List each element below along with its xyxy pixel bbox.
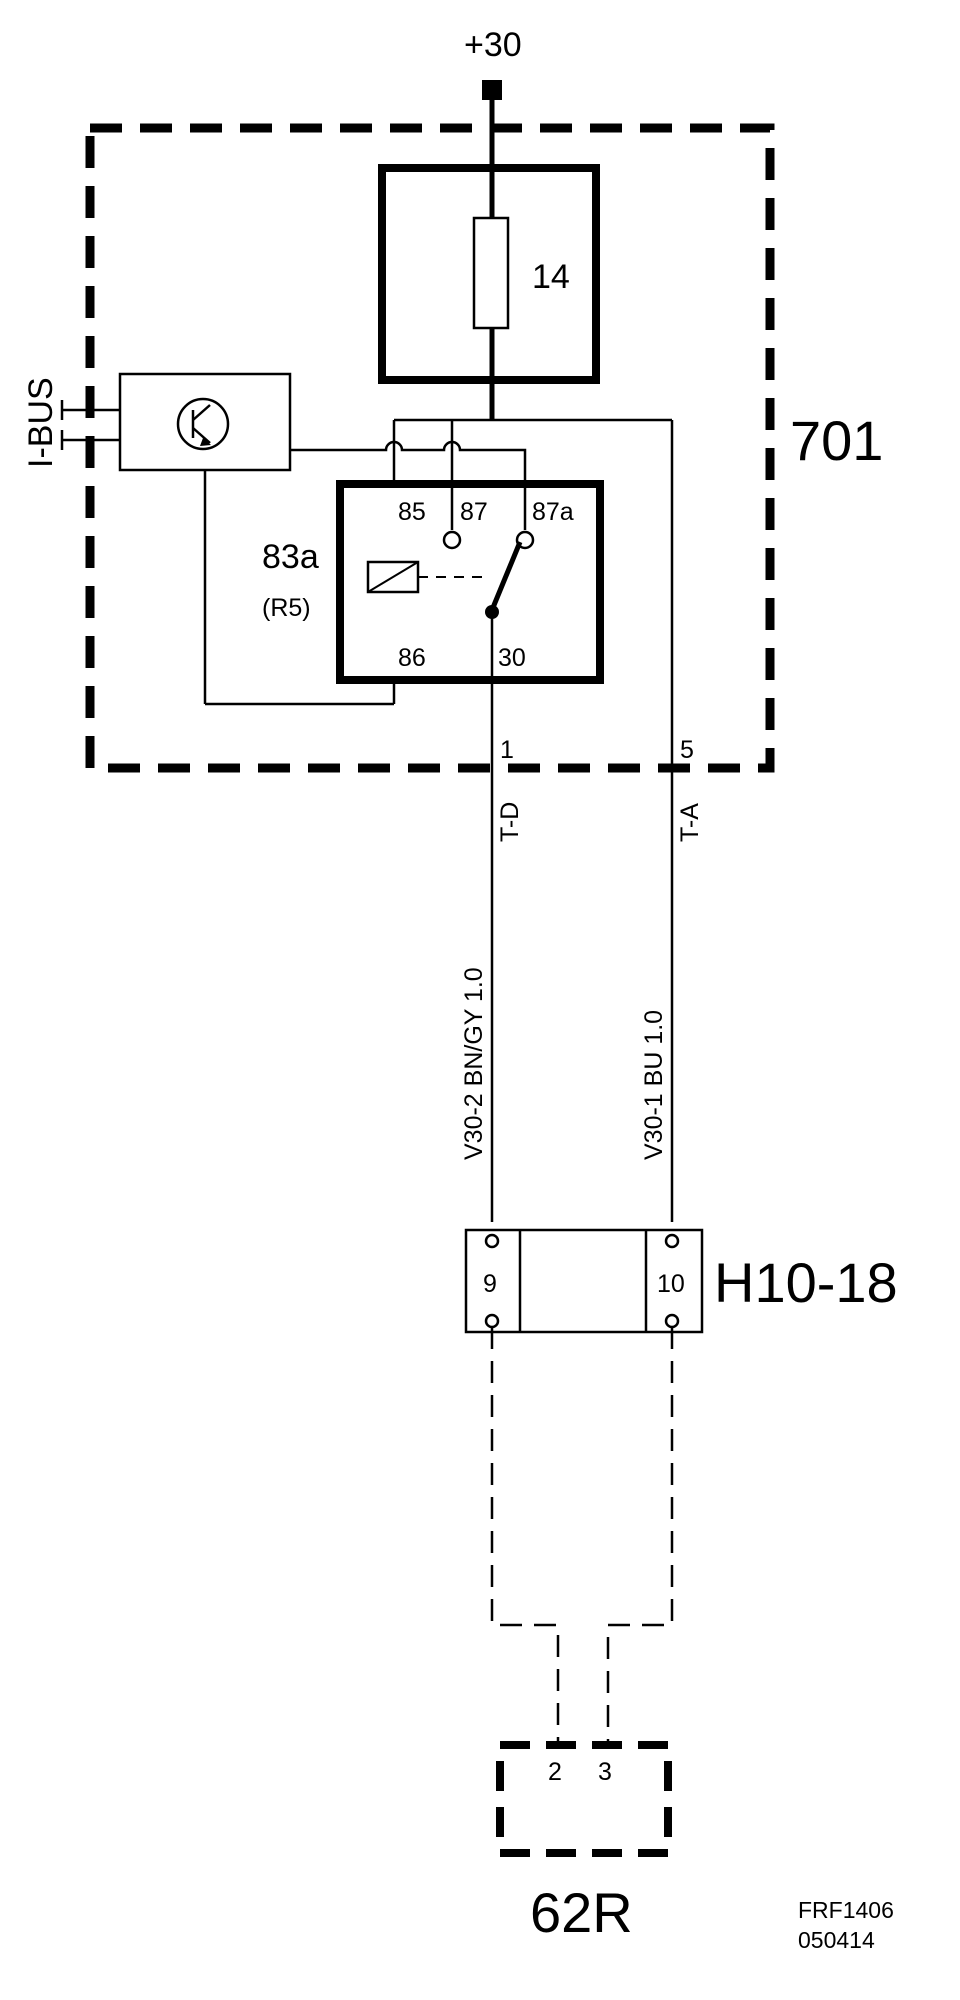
relay-switch-arm [489,541,523,611]
wire-label-right: V30-1 BU 1.0 [640,1010,668,1160]
relay-83a [336,480,604,684]
pin-85-label: 85 [398,498,426,526]
pin-30-label: 30 [498,644,526,672]
relay-label: 83a [262,538,319,576]
footer-code: FRF1406 [798,1897,894,1923]
connector-h10-18 [464,1228,704,1334]
supply-label: +30 [464,26,522,64]
module-pin-1: 1 [500,736,514,764]
pin-86-label: 86 [398,644,426,672]
module-label: 701 [790,409,883,472]
pin-10-top [664,1233,680,1249]
dashed-wire-right [606,1327,674,1745]
ibus-label: I-BUS [22,377,60,468]
dashed-wire-left [490,1327,560,1745]
circuit-t-a: T-A [676,803,704,842]
fuse-box [378,164,600,384]
speaker-pin-2-label: 2 [548,1758,562,1786]
transistor-icon [176,397,230,451]
pin-9-top [484,1233,500,1249]
speaker-pin-3-label: 3 [598,1758,612,1786]
module-pin-5: 5 [680,736,694,764]
footer-date: 050414 [798,1927,875,1953]
circuit-t-d: T-D [496,802,524,842]
wire-label-left: V30-2 BN/GY 1.0 [460,967,488,1160]
pin-87a-label: 87a [532,498,574,526]
fuse-label: 14 [532,258,570,296]
module-701-border [85,123,775,773]
supply-terminal [482,80,502,100]
relay-sublabel: (R5) [262,594,311,622]
connector-pin-10: 10 [657,1270,685,1298]
speaker-62r [496,1741,672,1857]
pin-87-label: 87 [460,498,488,526]
pin-10-bottom [664,1313,680,1329]
connector-label: H10-18 [714,1251,898,1314]
speaker-label: 62R [530,1881,633,1944]
pin-9-bottom [484,1313,500,1329]
ibus-module [118,372,292,472]
connector-pin-9: 9 [483,1270,497,1298]
control-wire [290,440,527,530]
contact-87 [442,530,462,550]
fuse-14 [472,216,510,330]
